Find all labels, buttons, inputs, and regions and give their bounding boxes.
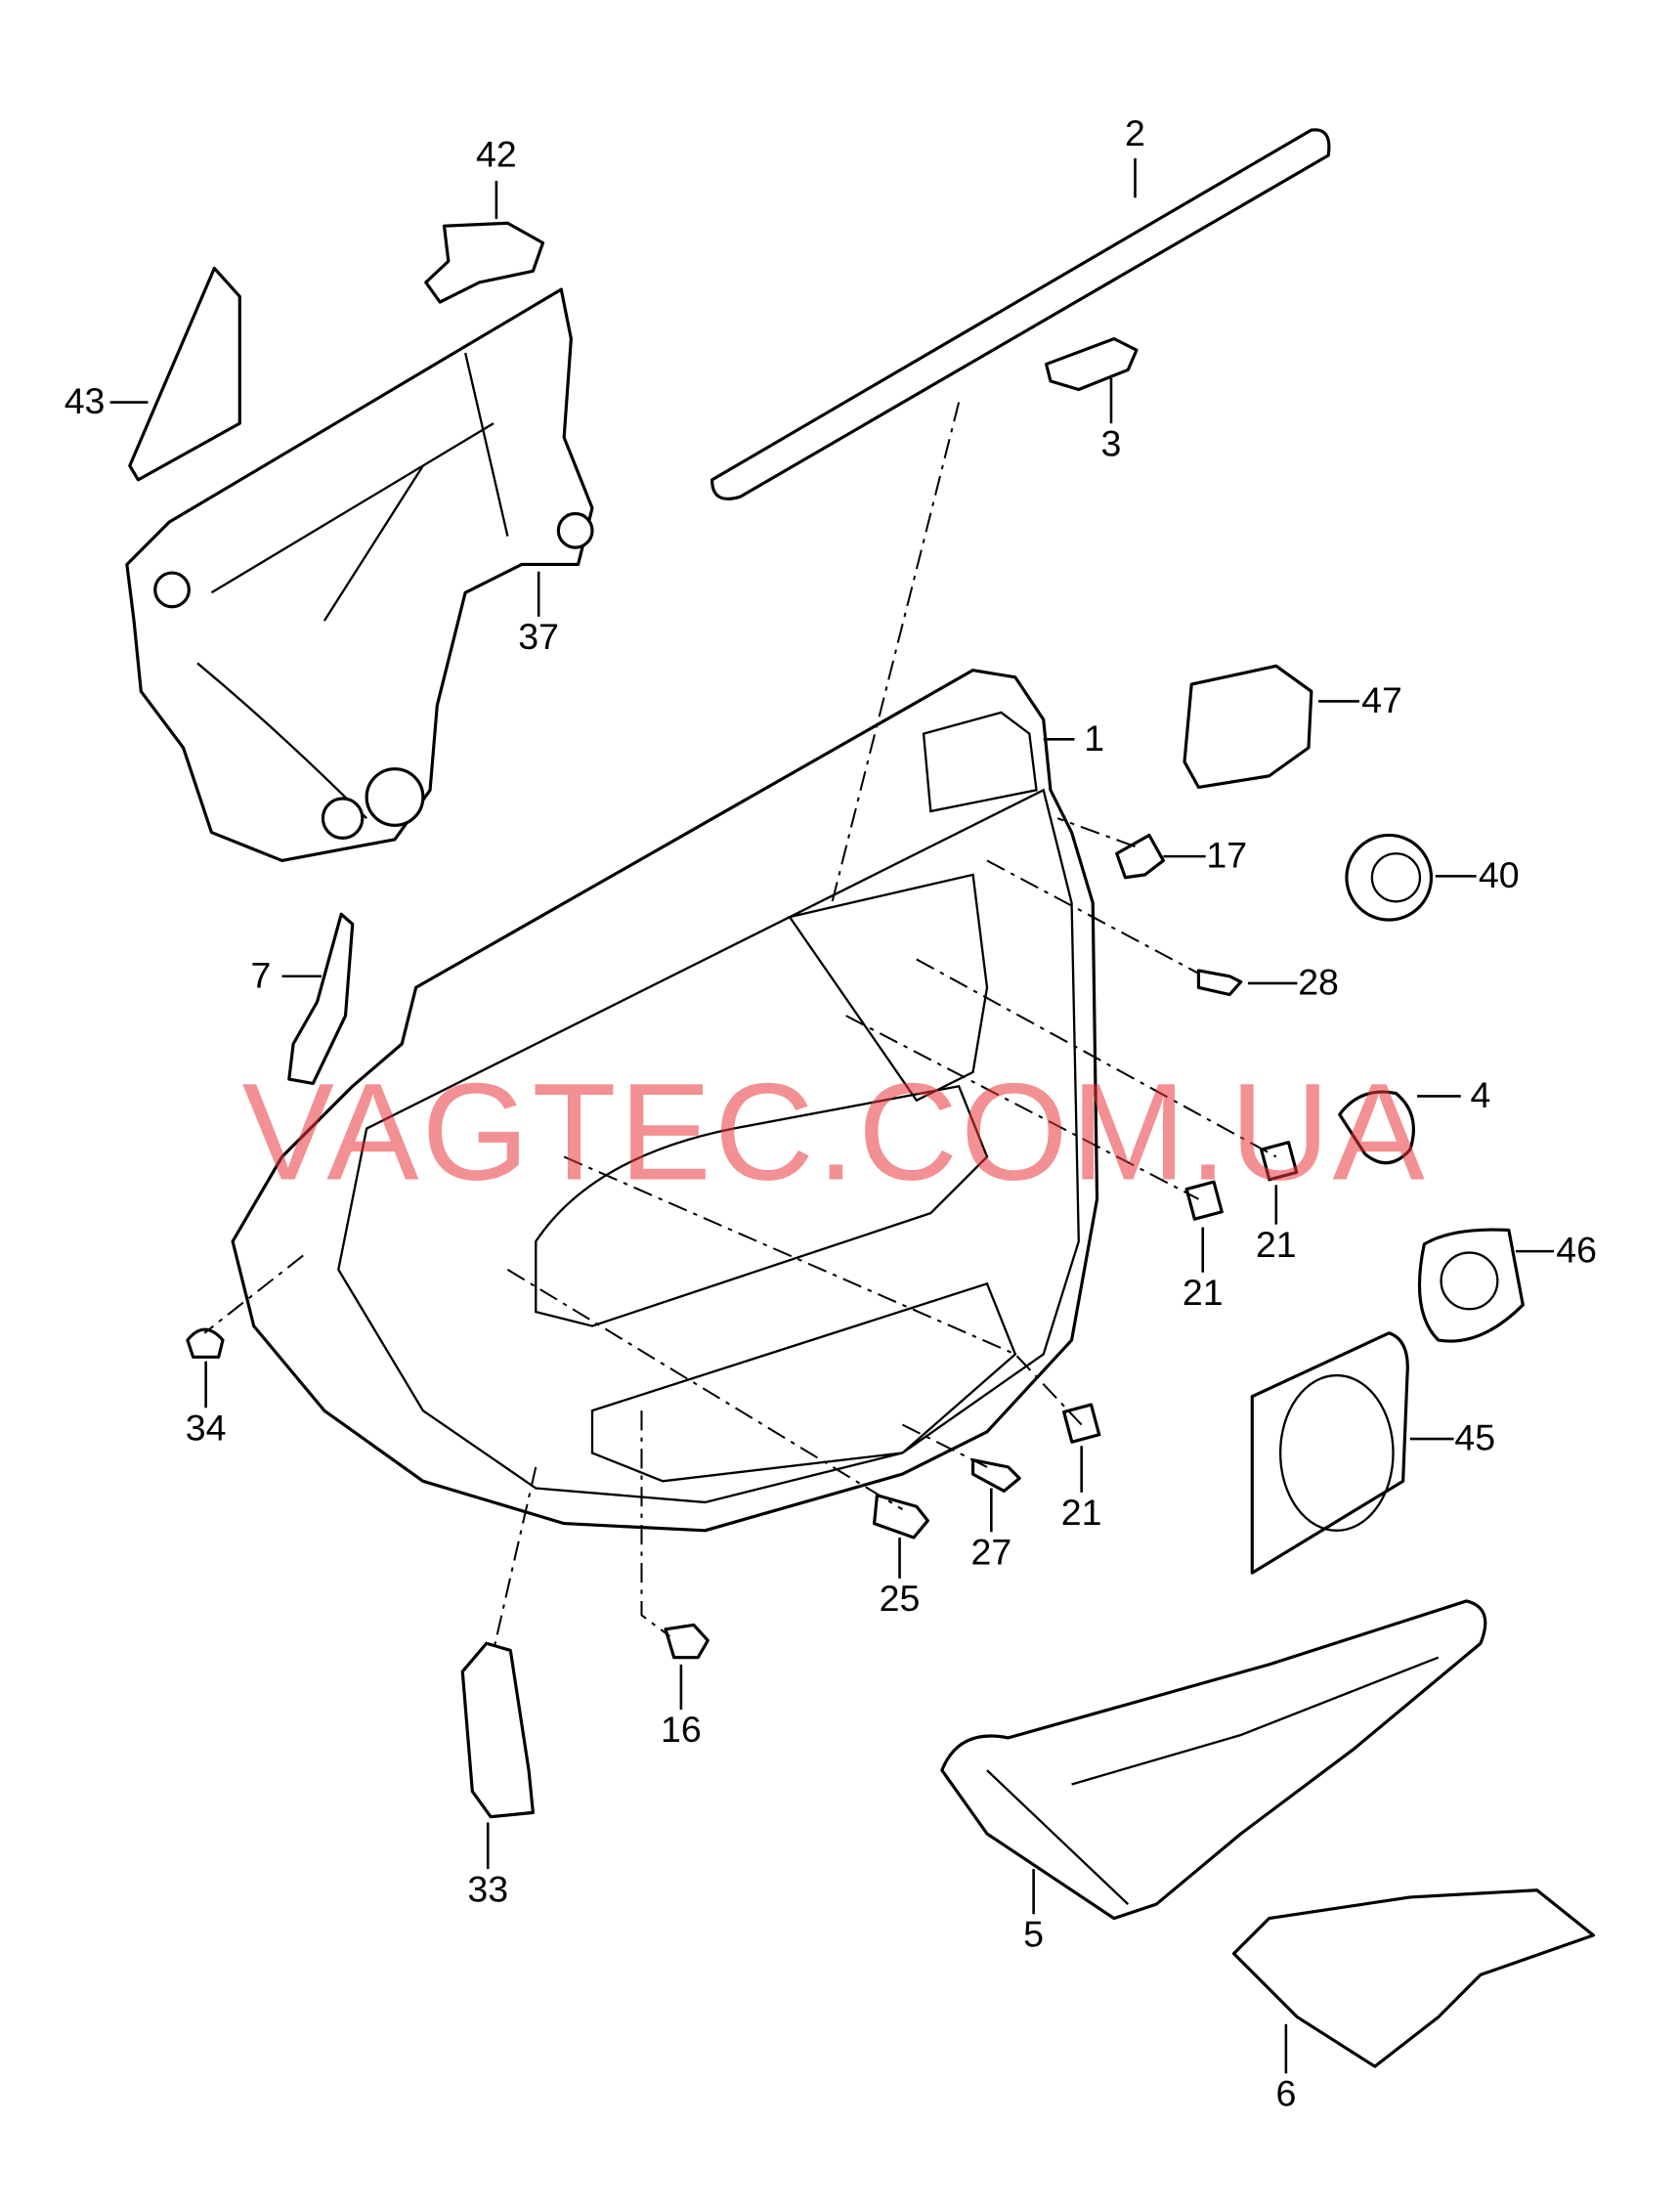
callout-16: 16 bbox=[661, 1709, 702, 1750]
part-7-handle-trim bbox=[287, 912, 355, 1086]
callout-2: 2 bbox=[1125, 112, 1145, 153]
callout-1: 1 bbox=[1084, 717, 1104, 759]
part-43-corner-trim bbox=[128, 266, 241, 482]
part-46-speaker-ring bbox=[1417, 1228, 1525, 1343]
part-37-hole bbox=[365, 767, 425, 827]
part-37-insulation-panel bbox=[125, 287, 594, 863]
callout-46: 46 bbox=[1556, 1230, 1597, 1271]
callout-33: 33 bbox=[467, 1868, 508, 1909]
part-45-grille-mesh bbox=[1278, 1373, 1395, 1532]
callout-3: 3 bbox=[1101, 422, 1122, 463]
part-21-clip bbox=[1184, 1180, 1224, 1221]
part-1-panel-details bbox=[337, 711, 1080, 1504]
callout-5: 5 bbox=[1023, 1913, 1044, 1954]
callout-37: 37 bbox=[518, 616, 559, 657]
part-3-clip bbox=[1045, 336, 1139, 392]
part-45-speaker-grille bbox=[1250, 1331, 1409, 1575]
part-40-ring-inner bbox=[1370, 852, 1422, 903]
part-1-door-trim-panel bbox=[231, 669, 1099, 1533]
callout-7: 7 bbox=[250, 954, 271, 995]
part-42-bracket bbox=[424, 221, 545, 304]
callout-43: 43 bbox=[65, 380, 106, 421]
part-28-screw bbox=[1196, 969, 1243, 997]
part-4-cap bbox=[1338, 1090, 1415, 1165]
part-37-ribs bbox=[196, 352, 509, 819]
part-40-ring bbox=[1345, 833, 1434, 922]
callout-21: 21 bbox=[1256, 1224, 1297, 1265]
part-16-clip bbox=[664, 1623, 710, 1660]
part-34-clip bbox=[186, 1327, 225, 1359]
part-47-cover bbox=[1183, 664, 1313, 790]
callout-21: 21 bbox=[1183, 1272, 1224, 1313]
callout-40: 40 bbox=[1479, 854, 1520, 895]
watermark: VAGTEC.COM.UA bbox=[242, 1055, 1428, 1209]
callout-6: 6 bbox=[1275, 2072, 1296, 2113]
assembly-lines bbox=[203, 402, 1277, 1651]
part-37-hole bbox=[153, 571, 191, 609]
callout-25: 25 bbox=[880, 1578, 921, 1619]
part-5-handle-details bbox=[986, 1656, 1440, 1905]
part-33-trim bbox=[460, 1641, 535, 1819]
callout-34: 34 bbox=[186, 1407, 227, 1448]
callout-4: 4 bbox=[1471, 1074, 1491, 1115]
callout-42: 42 bbox=[476, 134, 517, 175]
callout-labels: 42 2 43 3 37 47 1 17 40 28 7 4 21 21 46 34 45 21 27 25 16 33 5… bbox=[65, 112, 1597, 2114]
callout-47: 47 bbox=[1361, 679, 1402, 720]
callout-21: 21 bbox=[1061, 1492, 1102, 1533]
part-46-ring-inner bbox=[1440, 1251, 1499, 1311]
part-2-trim-strip bbox=[710, 128, 1331, 500]
part-17-cap bbox=[1115, 833, 1165, 880]
part-6-cover bbox=[1231, 1888, 1596, 2068]
part-37-hole bbox=[556, 511, 594, 549]
part-5-grab-handle bbox=[940, 1599, 1487, 1921]
part-27-screw bbox=[970, 1458, 1021, 1493]
callout-28: 28 bbox=[1298, 962, 1339, 1003]
part-21-clip bbox=[1260, 1141, 1299, 1182]
callout-17: 17 bbox=[1206, 835, 1247, 876]
part-37-hole bbox=[321, 797, 365, 840]
callout-45: 45 bbox=[1454, 1417, 1495, 1458]
part-25-expanding-clip bbox=[872, 1494, 929, 1540]
callout-27: 27 bbox=[970, 1531, 1011, 1572]
